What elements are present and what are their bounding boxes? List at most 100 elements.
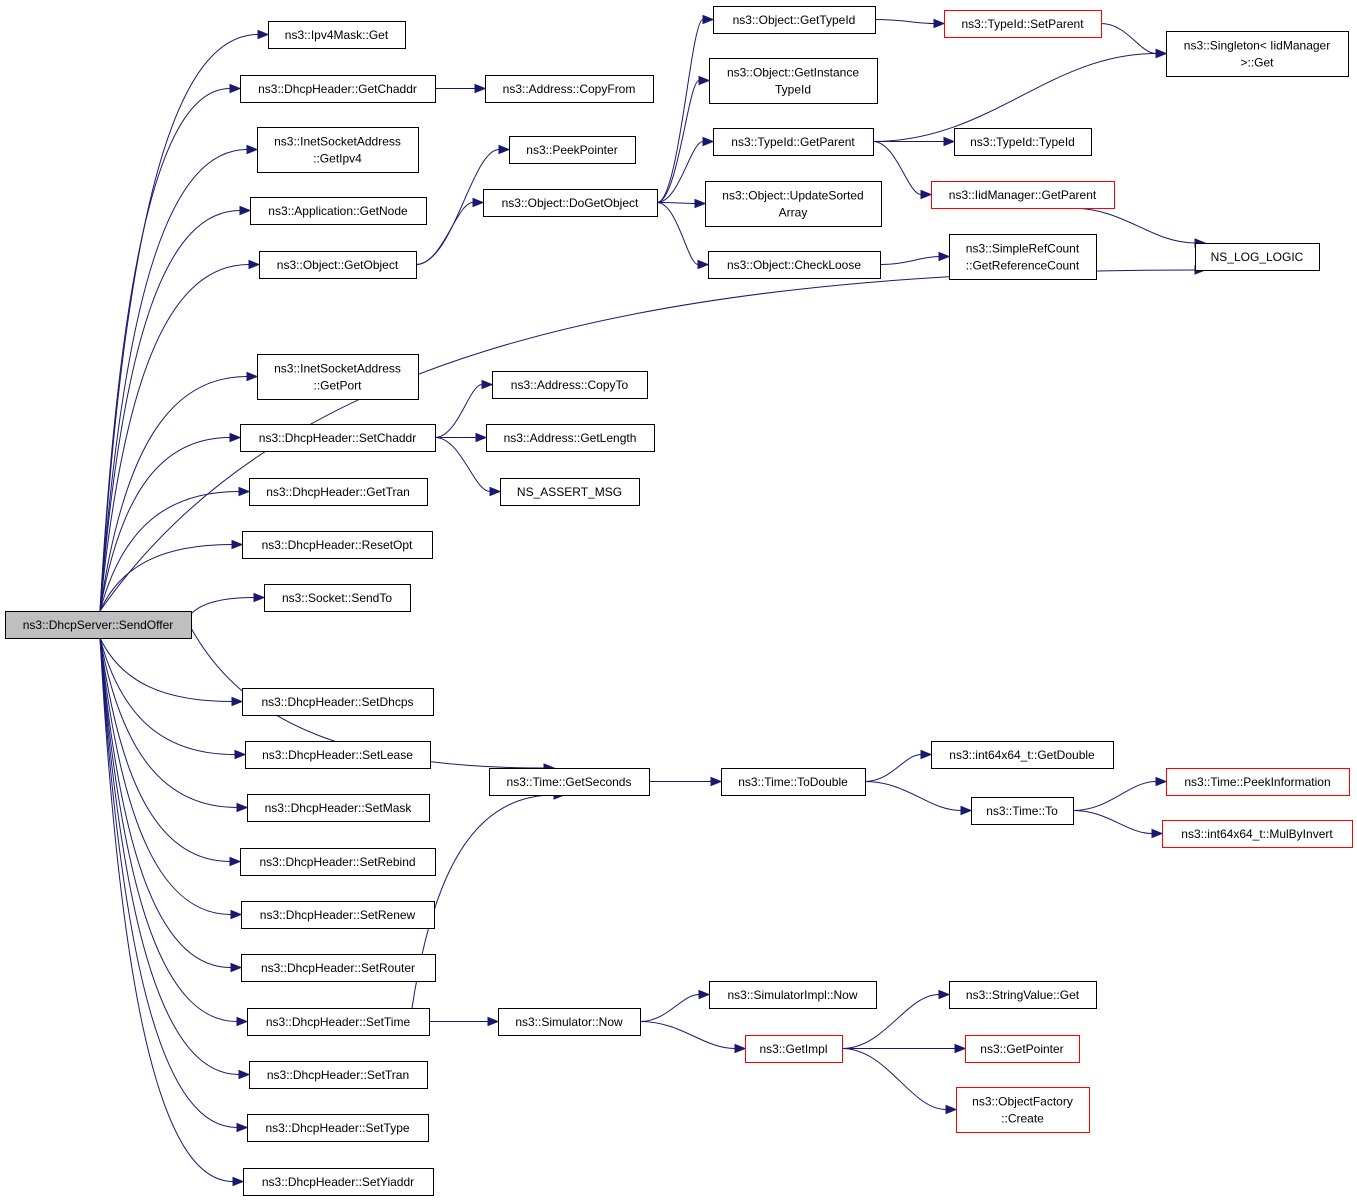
node-address-getlength[interactable]: ns3::Address::GetLength — [486, 424, 655, 452]
node-getimpl[interactable]: ns3::GetImpl — [745, 1035, 843, 1063]
edge-arrowhead — [945, 1104, 958, 1115]
node-dhcp-setmask[interactable]: ns3::DhcpHeader::SetMask — [247, 794, 430, 822]
edge-arrowhead — [710, 776, 723, 787]
node-root[interactable]: ns3::DhcpServer::SendOffer — [5, 611, 192, 639]
node-object-gettypeid[interactable]: ns3::Object::GetTypeId — [713, 6, 876, 34]
edge-arrowhead — [230, 909, 243, 920]
node-box — [713, 6, 876, 34]
node-ipv4mask-get[interactable]: ns3::Ipv4Mask::Get — [268, 21, 406, 49]
node-box — [483, 189, 658, 217]
edge-getimpl-to-stringvalue-get — [841, 989, 951, 1049]
node-label: ns3::Ipv4Mask::Get — [285, 28, 389, 42]
node-dhcp-settime[interactable]: ns3::DhcpHeader::SetTime — [247, 1008, 430, 1036]
node-ns-log-logic[interactable]: NS_LOG_LOGIC — [1195, 243, 1320, 271]
node-box — [250, 197, 427, 225]
node-int64-mulbyinvert[interactable]: ns3::int64x64_t::MulByInvert — [1162, 820, 1353, 848]
node-box — [954, 128, 1092, 156]
node-box — [486, 424, 655, 452]
node-label: ns3::int64x64_t::MulByInvert — [1181, 827, 1333, 841]
edge-root-to-dhcp-gettran — [99, 486, 251, 612]
node-ns-assert-msg[interactable]: NS_ASSERT_MSG — [500, 478, 640, 506]
edge-arrowhead — [246, 144, 259, 155]
node-object-dogetobject[interactable]: ns3::Object::DoGetObject — [483, 189, 658, 217]
node-int64-getdouble[interactable]: ns3::int64x64_t::GetDouble — [931, 741, 1114, 769]
edge-arrowhead — [489, 486, 502, 497]
edge-line — [415, 202, 474, 265]
node-box — [259, 251, 417, 279]
node-label: ::GetPort — [313, 379, 362, 393]
edge-line — [99, 637, 236, 755]
node-dhcp-settran[interactable]: ns3::DhcpHeader::SetTran — [249, 1061, 428, 1089]
node-time-getseconds[interactable]: ns3::Time::GetSeconds — [489, 768, 650, 796]
node-object-getobject[interactable]: ns3::Object::GetObject — [259, 251, 417, 279]
node-time-peekinformation[interactable]: ns3::Time::PeekInformation — [1166, 768, 1350, 796]
node-getpointer[interactable]: ns3::GetPointer — [965, 1035, 1080, 1063]
node-box — [709, 981, 877, 1009]
edge-arrowhead — [238, 486, 251, 497]
edge-root-to-inet-getport — [99, 371, 259, 612]
node-typeid-getparent[interactable]: ns3::TypeId::GetParent — [713, 128, 874, 156]
node-box — [242, 688, 434, 716]
node-iidmanager-getparent[interactable]: ns3::IidManager::GetParent — [931, 181, 1115, 209]
node-box — [705, 181, 882, 227]
node-label: ns3::DhcpServer::SendOffer — [23, 618, 174, 632]
node-dhcp-setrouter[interactable]: ns3::DhcpHeader::SetRouter — [241, 954, 436, 982]
node-app-getnode[interactable]: ns3::Application::GetNode — [250, 197, 427, 225]
node-socket-sendto[interactable]: ns3::Socket::SendTo — [264, 584, 411, 612]
node-simplerefcount[interactable]: ns3::SimpleRefCount::GetReferenceCount — [949, 234, 1097, 280]
node-box — [247, 794, 430, 822]
edge-root-to-app-getnode — [99, 205, 252, 612]
node-box — [949, 981, 1097, 1009]
node-peekpointer[interactable]: ns3::PeekPointer — [509, 136, 636, 164]
node-label: ns3::GetImpl — [759, 1042, 827, 1056]
node-label: ns3::DhcpHeader::SetMask — [265, 801, 413, 815]
edge-root-to-dhcp-settime — [99, 637, 249, 1027]
node-dhcp-setrebind[interactable]: ns3::DhcpHeader::SetRebind — [240, 848, 436, 876]
node-simulatorimpl-now[interactable]: ns3::SimulatorImpl::Now — [709, 981, 877, 1009]
edge-arrowhead — [230, 962, 243, 973]
edge-object-getobject-to-object-dogetobject — [415, 197, 485, 265]
node-dhcp-settype[interactable]: ns3::DhcpHeader::SetType — [247, 1114, 429, 1142]
node-simulator-now[interactable]: ns3::Simulator::Now — [498, 1008, 641, 1036]
node-dhcp-setlease[interactable]: ns3::DhcpHeader::SetLease — [245, 741, 431, 769]
edge-line — [99, 149, 248, 612]
node-dhcp-setrenew[interactable]: ns3::DhcpHeader::SetRenew — [241, 901, 435, 929]
node-time-to[interactable]: ns3::Time::To — [971, 797, 1074, 825]
node-object-checkloose[interactable]: ns3::Object::CheckLoose — [708, 251, 881, 279]
edge-arrowhead — [702, 136, 715, 147]
node-box — [931, 741, 1114, 769]
node-label: ns3::InetSocketAddress — [274, 362, 401, 376]
edge-line — [639, 994, 700, 1022]
node-dhcp-setchaddr[interactable]: ns3::DhcpHeader::SetChaddr — [240, 424, 436, 452]
node-time-todouble[interactable]: ns3::Time::ToDouble — [721, 768, 866, 796]
node-label: ns3::InetSocketAddress — [274, 135, 401, 149]
edge-line — [99, 637, 233, 702]
node-inet-getipv4[interactable]: ns3::InetSocketAddress::GetIpv4 — [257, 127, 419, 173]
node-dhcp-setdhcps[interactable]: ns3::DhcpHeader::SetDhcps — [242, 688, 434, 716]
edge-root-to-dhcp-setyiaddr — [99, 637, 245, 1187]
edge-arrowhead — [236, 1122, 249, 1133]
node-label: ns3::TypeId::SetParent — [961, 17, 1084, 31]
node-label: ::GetReferenceCount — [966, 259, 1080, 273]
node-typeid-typeid[interactable]: ns3::TypeId::TypeId — [954, 128, 1092, 156]
node-box — [492, 371, 648, 399]
node-dhcp-gettran[interactable]: ns3::DhcpHeader::GetTran — [249, 478, 428, 506]
node-dhcp-resetopt[interactable]: ns3::DhcpHeader::ResetOpt — [242, 531, 433, 559]
node-box — [1162, 820, 1353, 848]
node-objectfactory-create[interactable]: ns3::ObjectFactory::Create — [956, 1087, 1090, 1133]
edge-root-to-ipv4mask-get — [99, 29, 270, 612]
node-address-copyto[interactable]: ns3::Address::CopyTo — [492, 371, 648, 399]
node-box — [257, 127, 419, 173]
node-typeid-setparent[interactable]: ns3::TypeId::SetParent — [944, 10, 1102, 38]
node-box — [5, 611, 192, 639]
node-dhcp-setyiaddr[interactable]: ns3::DhcpHeader::SetYiaddr — [243, 1168, 434, 1196]
node-singleton-get[interactable]: ns3::Singleton< IidManager>::Get — [1166, 31, 1349, 77]
node-address-copyfrom[interactable]: ns3::Address::CopyFrom — [485, 75, 654, 103]
node-stringvalue-get[interactable]: ns3::StringValue::Get — [949, 981, 1097, 1009]
node-dhcp-getchaddr[interactable]: ns3::DhcpHeader::GetChaddr — [240, 75, 436, 103]
node-label: ns3::DhcpHeader::SetTime — [266, 1015, 411, 1029]
node-box — [241, 901, 435, 929]
node-inet-getport[interactable]: ns3::InetSocketAddress::GetPort — [257, 354, 419, 400]
